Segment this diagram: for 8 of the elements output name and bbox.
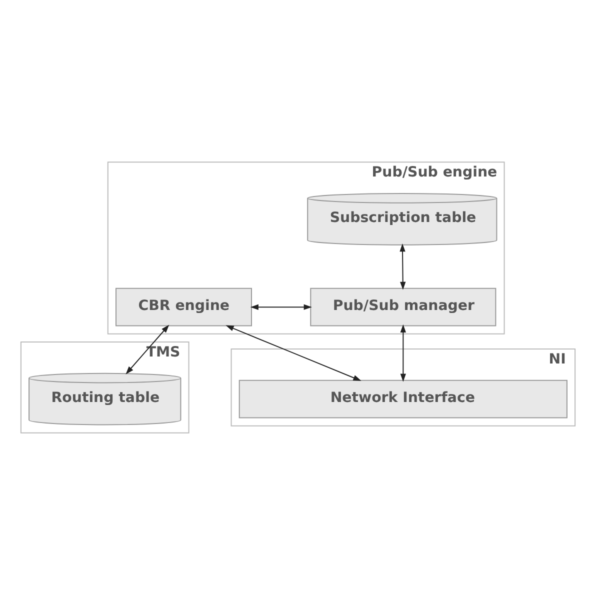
arrow	[400, 244, 406, 290]
node-box: Pub/Sub manager	[310, 288, 496, 326]
node-box: CBR engine	[116, 288, 252, 326]
arrow	[400, 324, 406, 382]
arrow	[126, 324, 170, 374]
node-box: Network Interface	[238, 380, 568, 418]
arrow	[250, 304, 312, 310]
arrow	[226, 325, 362, 381]
